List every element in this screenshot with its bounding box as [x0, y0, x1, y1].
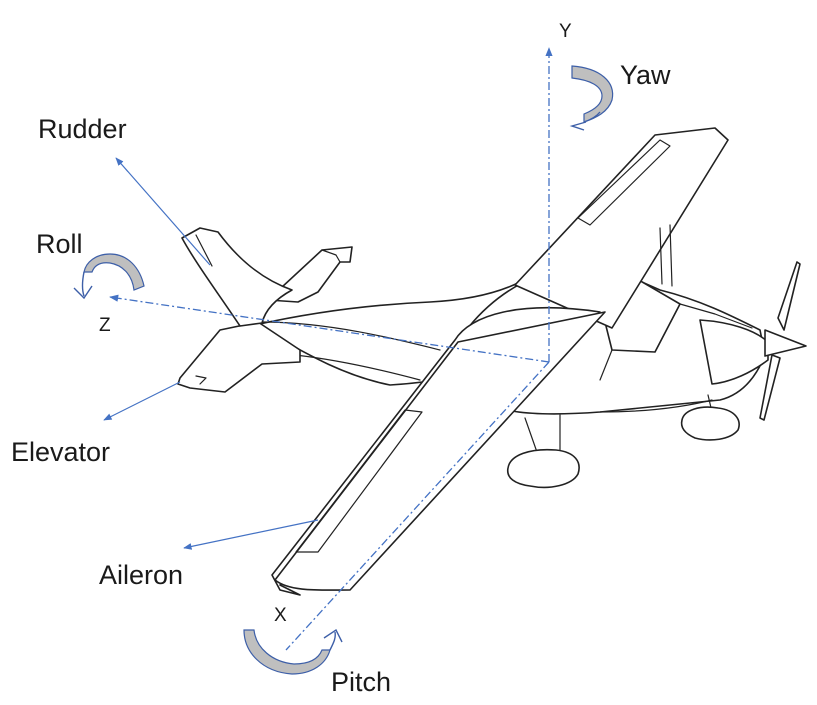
horizontal-stabilizer-near: [177, 321, 301, 393]
z-axis-line: [109, 294, 550, 363]
x-axis-line: [285, 361, 550, 651]
wing-far: [514, 127, 729, 329]
z-axis-label: Z: [99, 315, 111, 336]
pointer-lines: [103, 157, 319, 550]
airplane-drawing: [177, 127, 807, 596]
propeller-blade-top: [777, 261, 801, 331]
elevator-pointer: [103, 381, 181, 421]
main-landing-gear: [506, 448, 580, 489]
rudder-label: Rudder: [38, 114, 127, 144]
y-axis-label: Y: [559, 21, 572, 42]
roll-rotation-arrow-icon: [73, 253, 145, 300]
rudder-pointer: [115, 157, 211, 266]
roll-label: Roll: [36, 229, 83, 259]
vertical-fin: [181, 227, 293, 327]
aileron-label: Aileron: [99, 560, 184, 590]
elevator-label: Elevator: [11, 437, 111, 467]
axes: [109, 47, 553, 651]
nose-landing-gear: [680, 406, 740, 441]
wing-near-surface: [274, 311, 606, 591]
x-axis-label: X: [274, 605, 287, 626]
propeller-spinner: [764, 329, 807, 357]
pitch-label: Pitch: [331, 667, 392, 697]
yaw-label: Yaw: [620, 60, 671, 90]
pitch-rotation-arrow-icon: [243, 628, 343, 675]
yaw-rotation-arrow-icon: [569, 65, 614, 131]
propeller-blade-bottom: [759, 354, 781, 421]
aileron-pointer: [183, 519, 319, 550]
